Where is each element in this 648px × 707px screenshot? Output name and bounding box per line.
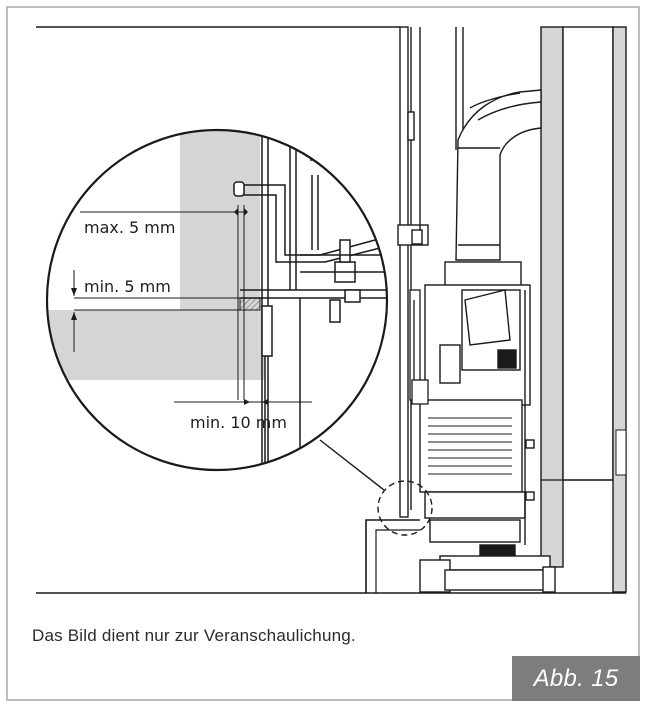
leader-line — [319, 439, 385, 491]
flue-pipe — [455, 89, 542, 261]
wall-block-upper — [180, 130, 260, 310]
stove-rail — [409, 289, 429, 405]
figure-caption: Das Bild dient nur zur Veranschaulichung… — [32, 626, 356, 645]
dimension-lines — [73, 205, 312, 408]
floor-step — [365, 519, 420, 593]
grill — [428, 417, 512, 475]
wall-block-lower — [47, 310, 265, 380]
dim-label-min-distance: min. 10 mm — [190, 413, 287, 432]
figure-label: Abb. 15 — [512, 656, 640, 701]
building-section — [36, 26, 626, 594]
stove-body — [419, 261, 556, 593]
detail-marker — [377, 480, 433, 536]
dim-label-min-gap: min. 5 mm — [84, 277, 171, 296]
front-panel — [397, 26, 464, 518]
dim-label-max-gap: max. 5 mm — [84, 218, 175, 237]
back-wall — [540, 26, 627, 593]
detail-magnifier: max. 5 mm min. 5 mm min. 10 mm — [45, 128, 389, 472]
